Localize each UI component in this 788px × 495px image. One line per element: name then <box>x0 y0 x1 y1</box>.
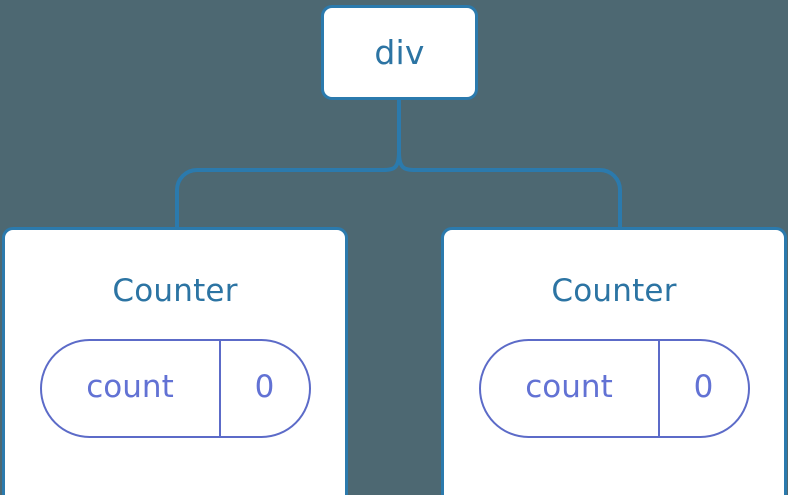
state-key: count <box>86 368 174 405</box>
state-value: 0 <box>657 341 748 436</box>
node-label: Counter <box>112 273 238 309</box>
node-label: Counter <box>551 273 677 309</box>
state-pill[interactable]: count 0 <box>39 339 311 438</box>
connector-edge-left <box>175 151 401 229</box>
connector-edge-right <box>397 151 622 229</box>
node-counter-left[interactable]: Counter count 0 <box>2 227 348 495</box>
state-key: count <box>525 368 613 405</box>
node-label: div <box>374 33 425 72</box>
state-value: 0 <box>218 341 309 436</box>
state-pill[interactable]: count 0 <box>478 339 750 438</box>
node-root-div[interactable]: div <box>321 5 478 100</box>
node-counter-right[interactable]: Counter count 0 <box>441 227 787 495</box>
